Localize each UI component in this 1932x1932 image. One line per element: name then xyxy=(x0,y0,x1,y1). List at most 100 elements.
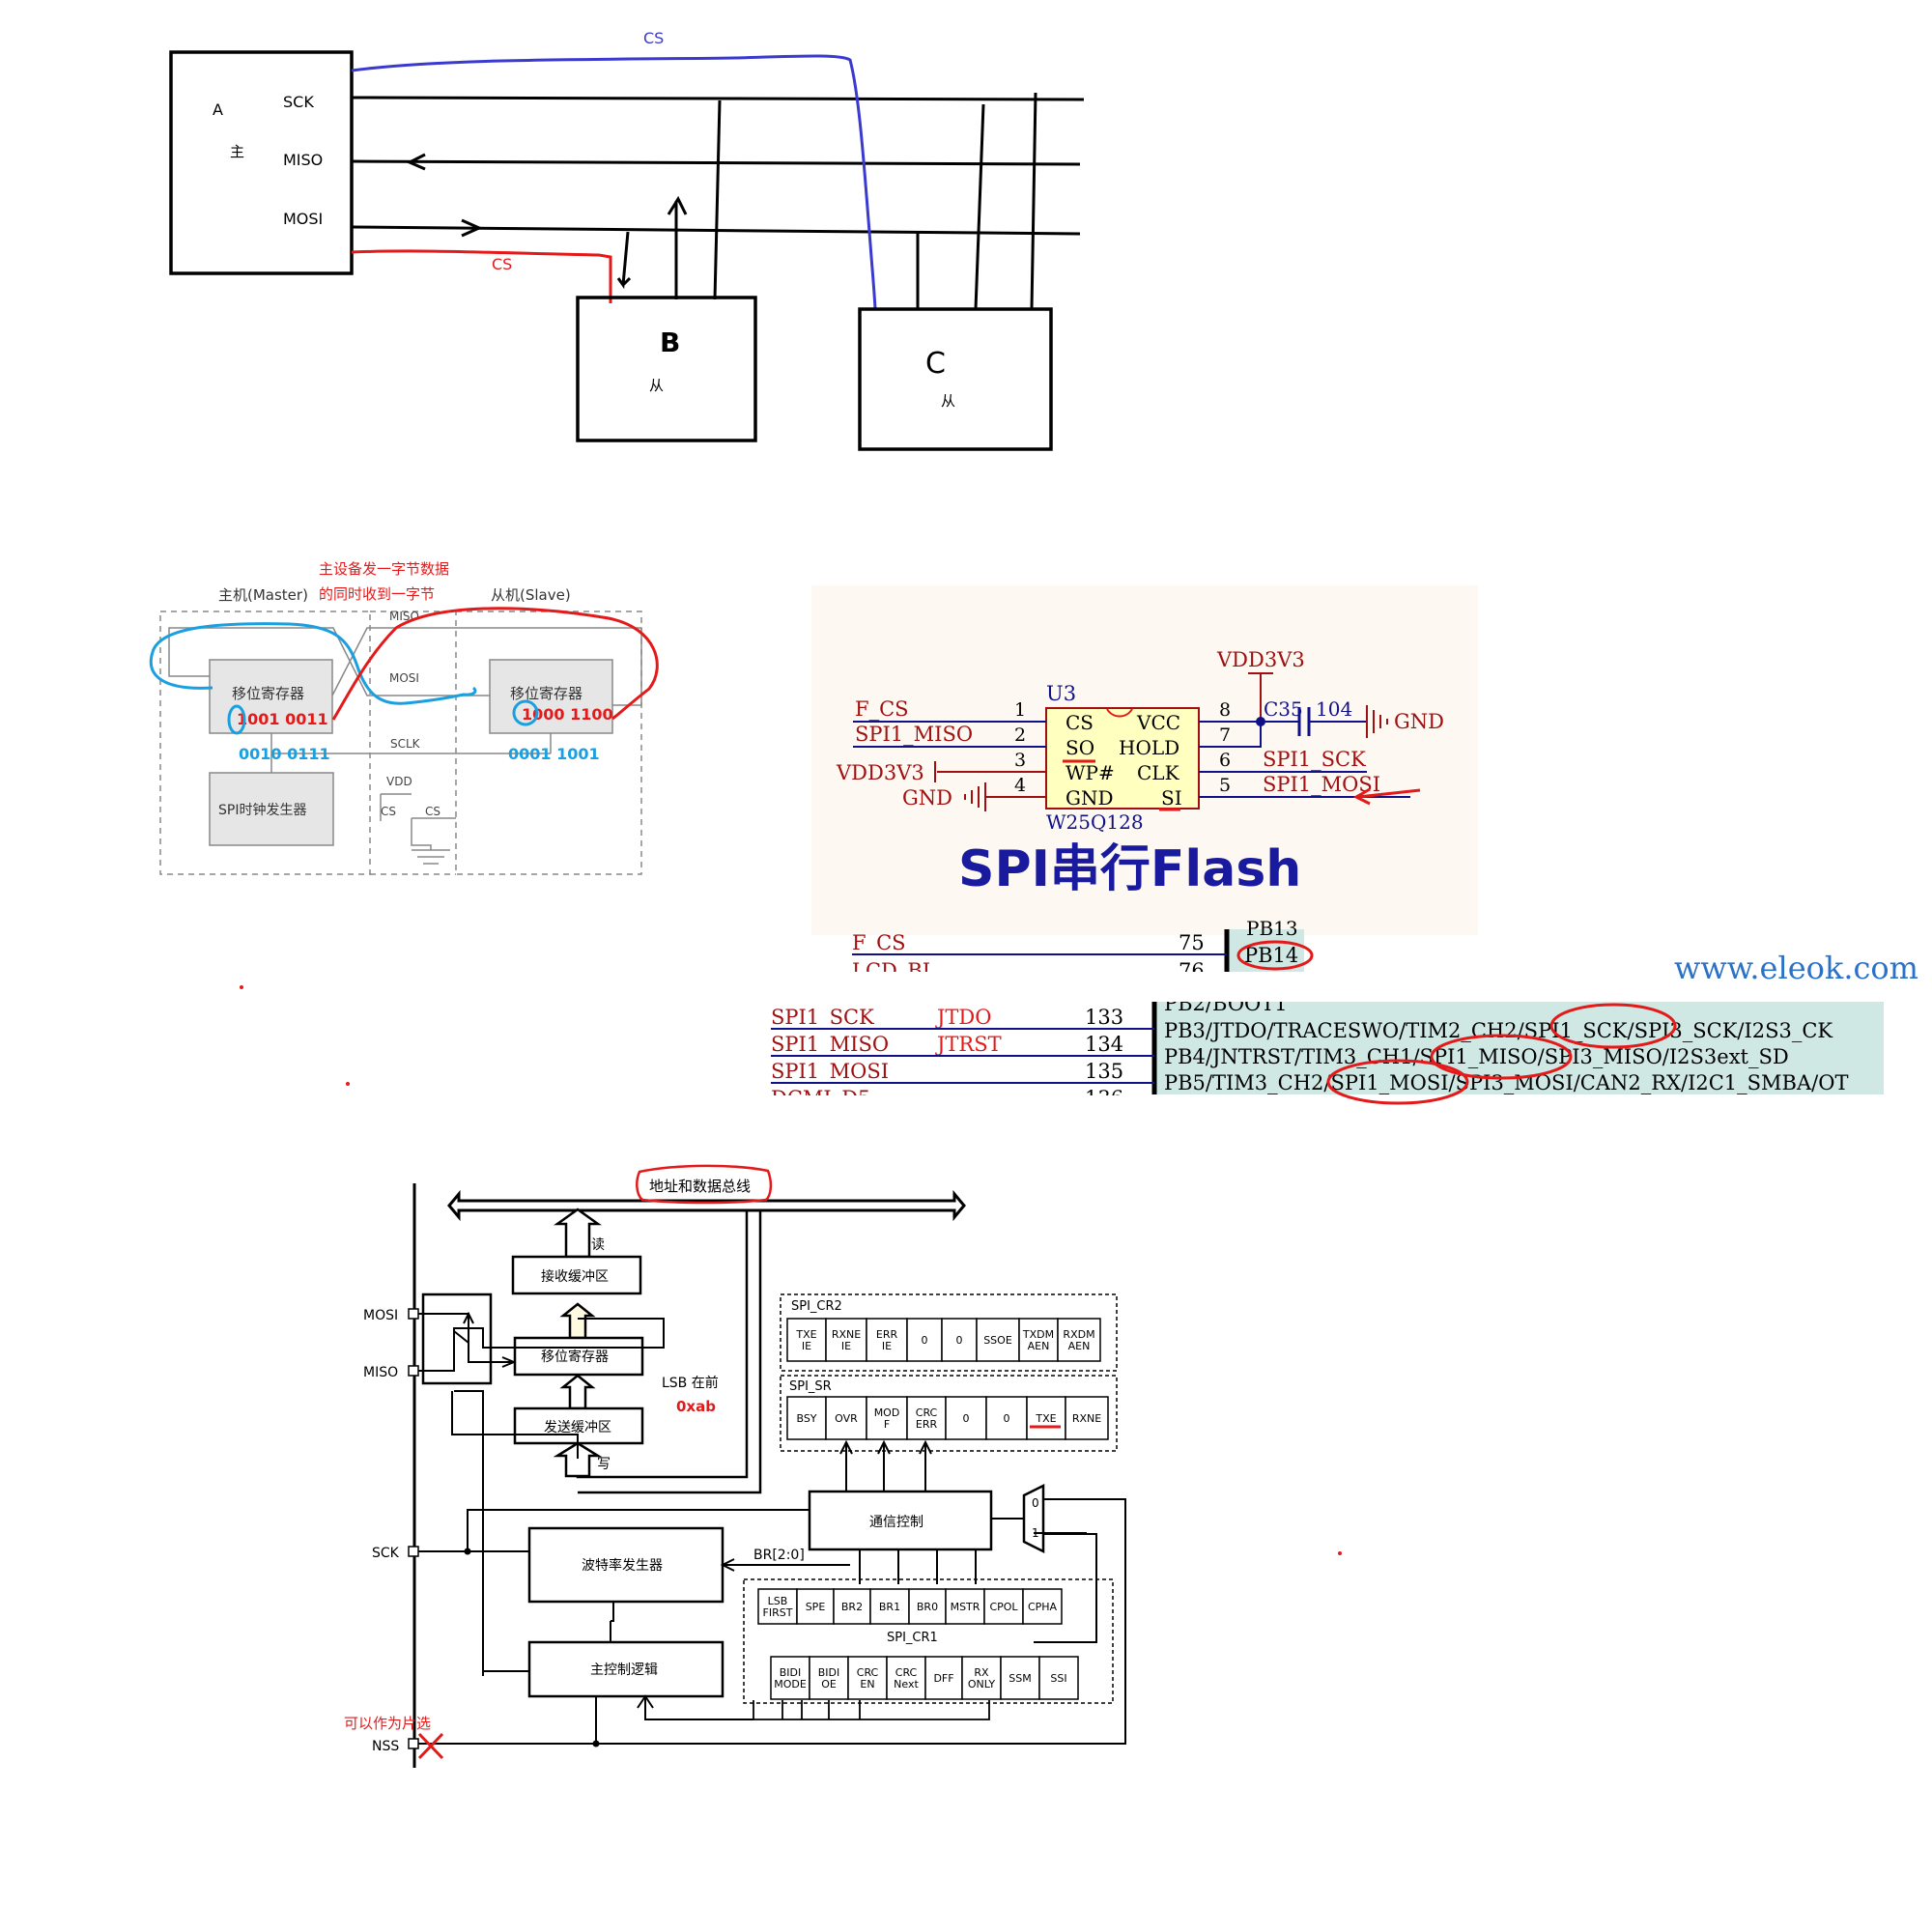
pb13-partial: PB13 xyxy=(1246,917,1298,940)
register-bit-label: CPHA xyxy=(1028,1601,1058,1613)
right-gnd-symbol xyxy=(1366,705,1388,738)
pin-sck-label: SCK xyxy=(283,93,314,111)
watermark: www.eleok.com xyxy=(1674,950,1918,986)
io-switch-lines xyxy=(415,1313,665,1372)
master-logic-box xyxy=(527,1640,724,1698)
tx-buffer-label: 发送缓冲区 xyxy=(544,1420,611,1435)
comm-to-sr-arrows xyxy=(839,1439,932,1492)
master-bits-blue: 0010 0111 xyxy=(239,745,330,763)
register-bit-label: 0 xyxy=(963,1412,970,1425)
io-switch-box xyxy=(421,1293,493,1385)
left-gnd-symbol xyxy=(964,782,986,811)
logic-bottom-wires xyxy=(595,1694,753,1744)
register-bit: 0 xyxy=(945,1396,987,1440)
shift-title-red-2: 的同时收到一字节 xyxy=(319,585,435,603)
right-net-mosi: SPI1_MOSI xyxy=(1263,773,1380,796)
row-jtag: JTDO xyxy=(935,1006,991,1029)
register-bit: SSI xyxy=(1038,1656,1079,1700)
cr1-dashed-frame xyxy=(743,1578,1114,1704)
nss-note: 可以作为片选 xyxy=(344,1715,431,1732)
register-bit-label: TXE xyxy=(1035,1412,1056,1425)
master-bits-red: 1001 0011 xyxy=(237,710,328,728)
right-net-sck: SPI1_SCK xyxy=(1263,748,1366,771)
ground-symbol xyxy=(412,849,450,865)
master-box xyxy=(169,50,354,275)
func-column-bg xyxy=(1154,1002,1884,1094)
clock-generator-label: SPI时钟发生器 xyxy=(218,802,306,818)
register-bit-cell xyxy=(786,1318,827,1362)
master-dashed-box xyxy=(159,611,371,875)
nss-pin xyxy=(408,1738,419,1749)
register-bit-label: MSTR xyxy=(951,1601,980,1613)
register-bit-label: TXDM xyxy=(1022,1328,1054,1341)
slave-b-role: 从 xyxy=(649,377,664,394)
register-bit-label: FIRST xyxy=(763,1606,793,1619)
register-bit-label: CRC xyxy=(916,1406,938,1419)
register-bit-label: AEN xyxy=(1068,1340,1091,1352)
chip-name: W25Q128 xyxy=(1046,810,1144,834)
left-net-fcs: F_CS xyxy=(855,697,909,721)
left-net-miso: SPI1_MISO xyxy=(855,723,973,746)
slave-c-letter: C xyxy=(925,347,946,381)
pin-table-bottom: PB2/BOOT1 SPI1_SCK JTDO 133 PB3/JTDO/TRA… xyxy=(763,985,1884,1115)
register-bit: SPE xyxy=(796,1588,835,1625)
mosi-pin xyxy=(408,1308,419,1320)
miso-arrow xyxy=(406,153,426,171)
table-row: SPI1_MOSI 135 PB5/TIM3_CH2/SPI1_MOSI/SPI… xyxy=(771,1060,1848,1094)
pin-number-5: 5 xyxy=(1219,775,1231,796)
red-dot xyxy=(1338,1551,1342,1555)
cs-top-label: CS xyxy=(643,29,664,47)
comm-control-box xyxy=(808,1490,993,1551)
row-net: SPI1_SCK xyxy=(771,1006,874,1029)
read-label: 读 xyxy=(591,1236,605,1253)
red-dot xyxy=(240,985,243,989)
register-bit-cell xyxy=(985,1396,1028,1440)
pin-75: 75 xyxy=(1179,931,1205,954)
register-bit-cell xyxy=(976,1318,1020,1362)
register-bit-label: BIDI xyxy=(818,1666,840,1679)
register-bit-cell xyxy=(945,1588,985,1625)
cs-slave-wire xyxy=(411,817,456,850)
nss-pin-label: NSS xyxy=(372,1739,399,1754)
sr-title: SPI_SR xyxy=(789,1379,832,1394)
row-func: PB3/JTDO/TRACESWO/TIM2_CH2/SPI1_SCK/SPI3… xyxy=(1164,1019,1833,1042)
left-net-vdd: VDD3V3 xyxy=(836,761,924,784)
register-bit-cell xyxy=(796,1588,835,1625)
vdd-top-label: VDD3V3 xyxy=(1216,648,1305,671)
register-bit-label: 0 xyxy=(1004,1412,1010,1425)
pin-cs-label: CS xyxy=(1065,711,1094,734)
rx-buffer-label: 接收缓冲区 xyxy=(541,1268,609,1285)
row-func: PB5/TIM3_CH2/SPI1_MOSI/SPI3_MOSI/CAN2_RX… xyxy=(1164,1071,1848,1094)
register-bit-cell xyxy=(809,1656,849,1700)
pin-si-label: SI xyxy=(1161,786,1182,810)
pin-number-2: 2 xyxy=(1014,724,1026,746)
sclk-label: SCLK xyxy=(390,737,421,751)
register-bit-label: Next xyxy=(894,1678,919,1690)
pin-number-1: 1 xyxy=(1014,699,1026,721)
register-bit-label: SSOE xyxy=(983,1334,1012,1347)
data-bus-arrow xyxy=(447,1189,966,1222)
row-net: SPI1_MISO xyxy=(771,1033,889,1056)
cr1-to-comm-arrows xyxy=(859,1549,977,1584)
register-bit-label: EN xyxy=(860,1678,874,1690)
br-arrow xyxy=(720,1558,735,1572)
register-bit-label: 0 xyxy=(922,1334,928,1347)
register-bit: DFF xyxy=(924,1656,963,1700)
mosi-label: MOSI xyxy=(389,671,419,685)
register-bit-label: 0 xyxy=(956,1334,963,1347)
register-bit-cell xyxy=(983,1588,1024,1625)
register-bit-label: MODE xyxy=(774,1678,807,1690)
register-bit-label: BIDI xyxy=(780,1666,802,1679)
slave-register-label: 移位寄存器 xyxy=(510,685,582,702)
mux-shape xyxy=(1022,1483,1045,1554)
shift-register-label: 移位寄存器 xyxy=(541,1349,609,1365)
register-bit-cell xyxy=(847,1656,888,1700)
